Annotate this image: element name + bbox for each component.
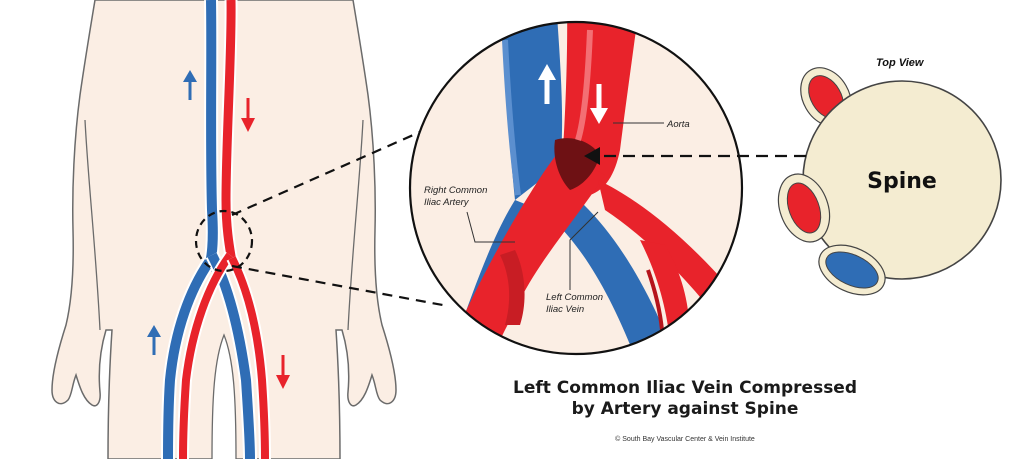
caption: Left Common Iliac Vein Compressed by Art…: [500, 378, 870, 420]
compression-point: [554, 138, 600, 190]
arrow-down-icon: [590, 84, 608, 124]
body-vessels: [147, 0, 290, 459]
zoom-right-iliac-artery: [440, 150, 605, 354]
arrow-up-icon: [538, 64, 556, 104]
top-view: Top View Spine: [584, 57, 1002, 296]
zoom-left-iliac-artery: [598, 180, 740, 350]
zoom-circle: Aorta Right Common Iliac Artery Left Com…: [408, 20, 744, 356]
caption-line-2: by Artery against Spine: [571, 399, 799, 419]
arrow-up-icon: [147, 325, 161, 355]
callout-line-lower: [231, 264, 449, 308]
artery-cross-section-lower: [777, 173, 831, 243]
label-aorta: Aorta: [666, 119, 690, 130]
focus-ellipse: [194, 209, 254, 273]
label-left-iliac-vein-line1: Left Common: [546, 292, 603, 303]
arm-gap-right: [347, 119, 364, 331]
arrow-down-icon: [276, 355, 290, 389]
callout-lines: [231, 130, 449, 308]
callout-line-upper: [231, 130, 421, 217]
leg-gap: [211, 333, 237, 459]
arm-gap-left: [84, 119, 101, 331]
label-left-iliac-vein-line2: Iliac Vein: [546, 304, 584, 315]
top-view-title: Top View: [876, 57, 925, 69]
caption-line-1: Left Common Iliac Vein Compressed: [512, 378, 858, 398]
vein-cross-section-lower: [818, 244, 886, 296]
arrow-down-icon: [241, 98, 255, 132]
label-right-iliac-artery-line2: Iliac Artery: [424, 197, 470, 208]
label-right-iliac-artery-line1: Right Common: [424, 185, 487, 196]
arrow-up-icon: [183, 70, 197, 100]
copyright-notice: © South Bay Vascular Center & Vein Insti…: [615, 436, 755, 443]
arrow-left-icon: [584, 147, 600, 165]
spine-label: Spine: [867, 169, 937, 194]
